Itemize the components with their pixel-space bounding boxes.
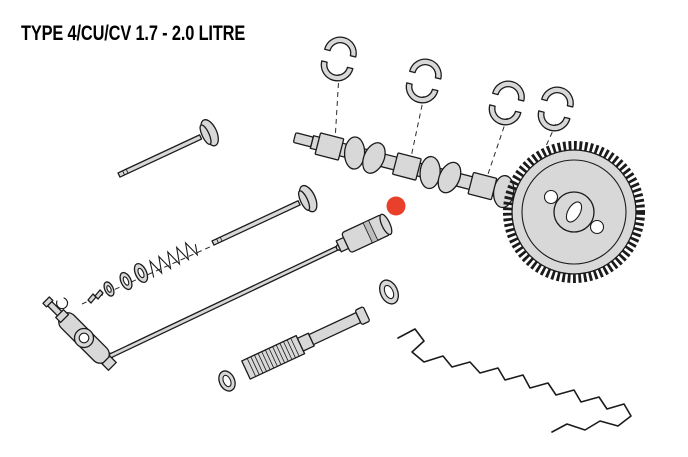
pushrod-tube [241, 306, 370, 380]
assembly-axis-line [409, 95, 425, 163]
valve-spring [148, 241, 199, 278]
assembly-axis-line [81, 245, 213, 305]
cam-follower [335, 213, 393, 253]
valve-keepers [87, 289, 104, 304]
bearing-shell-pair-4 [537, 86, 574, 132]
bearing-shell-pair-3 [488, 80, 525, 126]
valve-2 [211, 184, 318, 246]
bearing-shell-pair-1 [320, 36, 357, 82]
bearing-shell-pair-2 [405, 58, 442, 104]
page-title: TYPE 4/CU/CV 1.7 - 2.0 LITRE [21, 22, 246, 45]
spring-seat-washer [103, 281, 115, 297]
assembly-axis-line [485, 117, 508, 181]
valve-stem-seal [119, 271, 133, 291]
assembly-axis-line [334, 73, 340, 142]
camshaft-timing-gear [503, 141, 645, 283]
adjuster-screw [42, 296, 70, 324]
gasket-outline [397, 328, 632, 433]
valve-1 [117, 119, 219, 178]
highlight-marker[interactable] [386, 196, 406, 216]
rocker-arm [42, 296, 117, 371]
camshaft [292, 132, 539, 210]
tube-seal-small [218, 370, 236, 392]
circlip [56, 297, 69, 310]
tube-seal-large [379, 279, 399, 305]
